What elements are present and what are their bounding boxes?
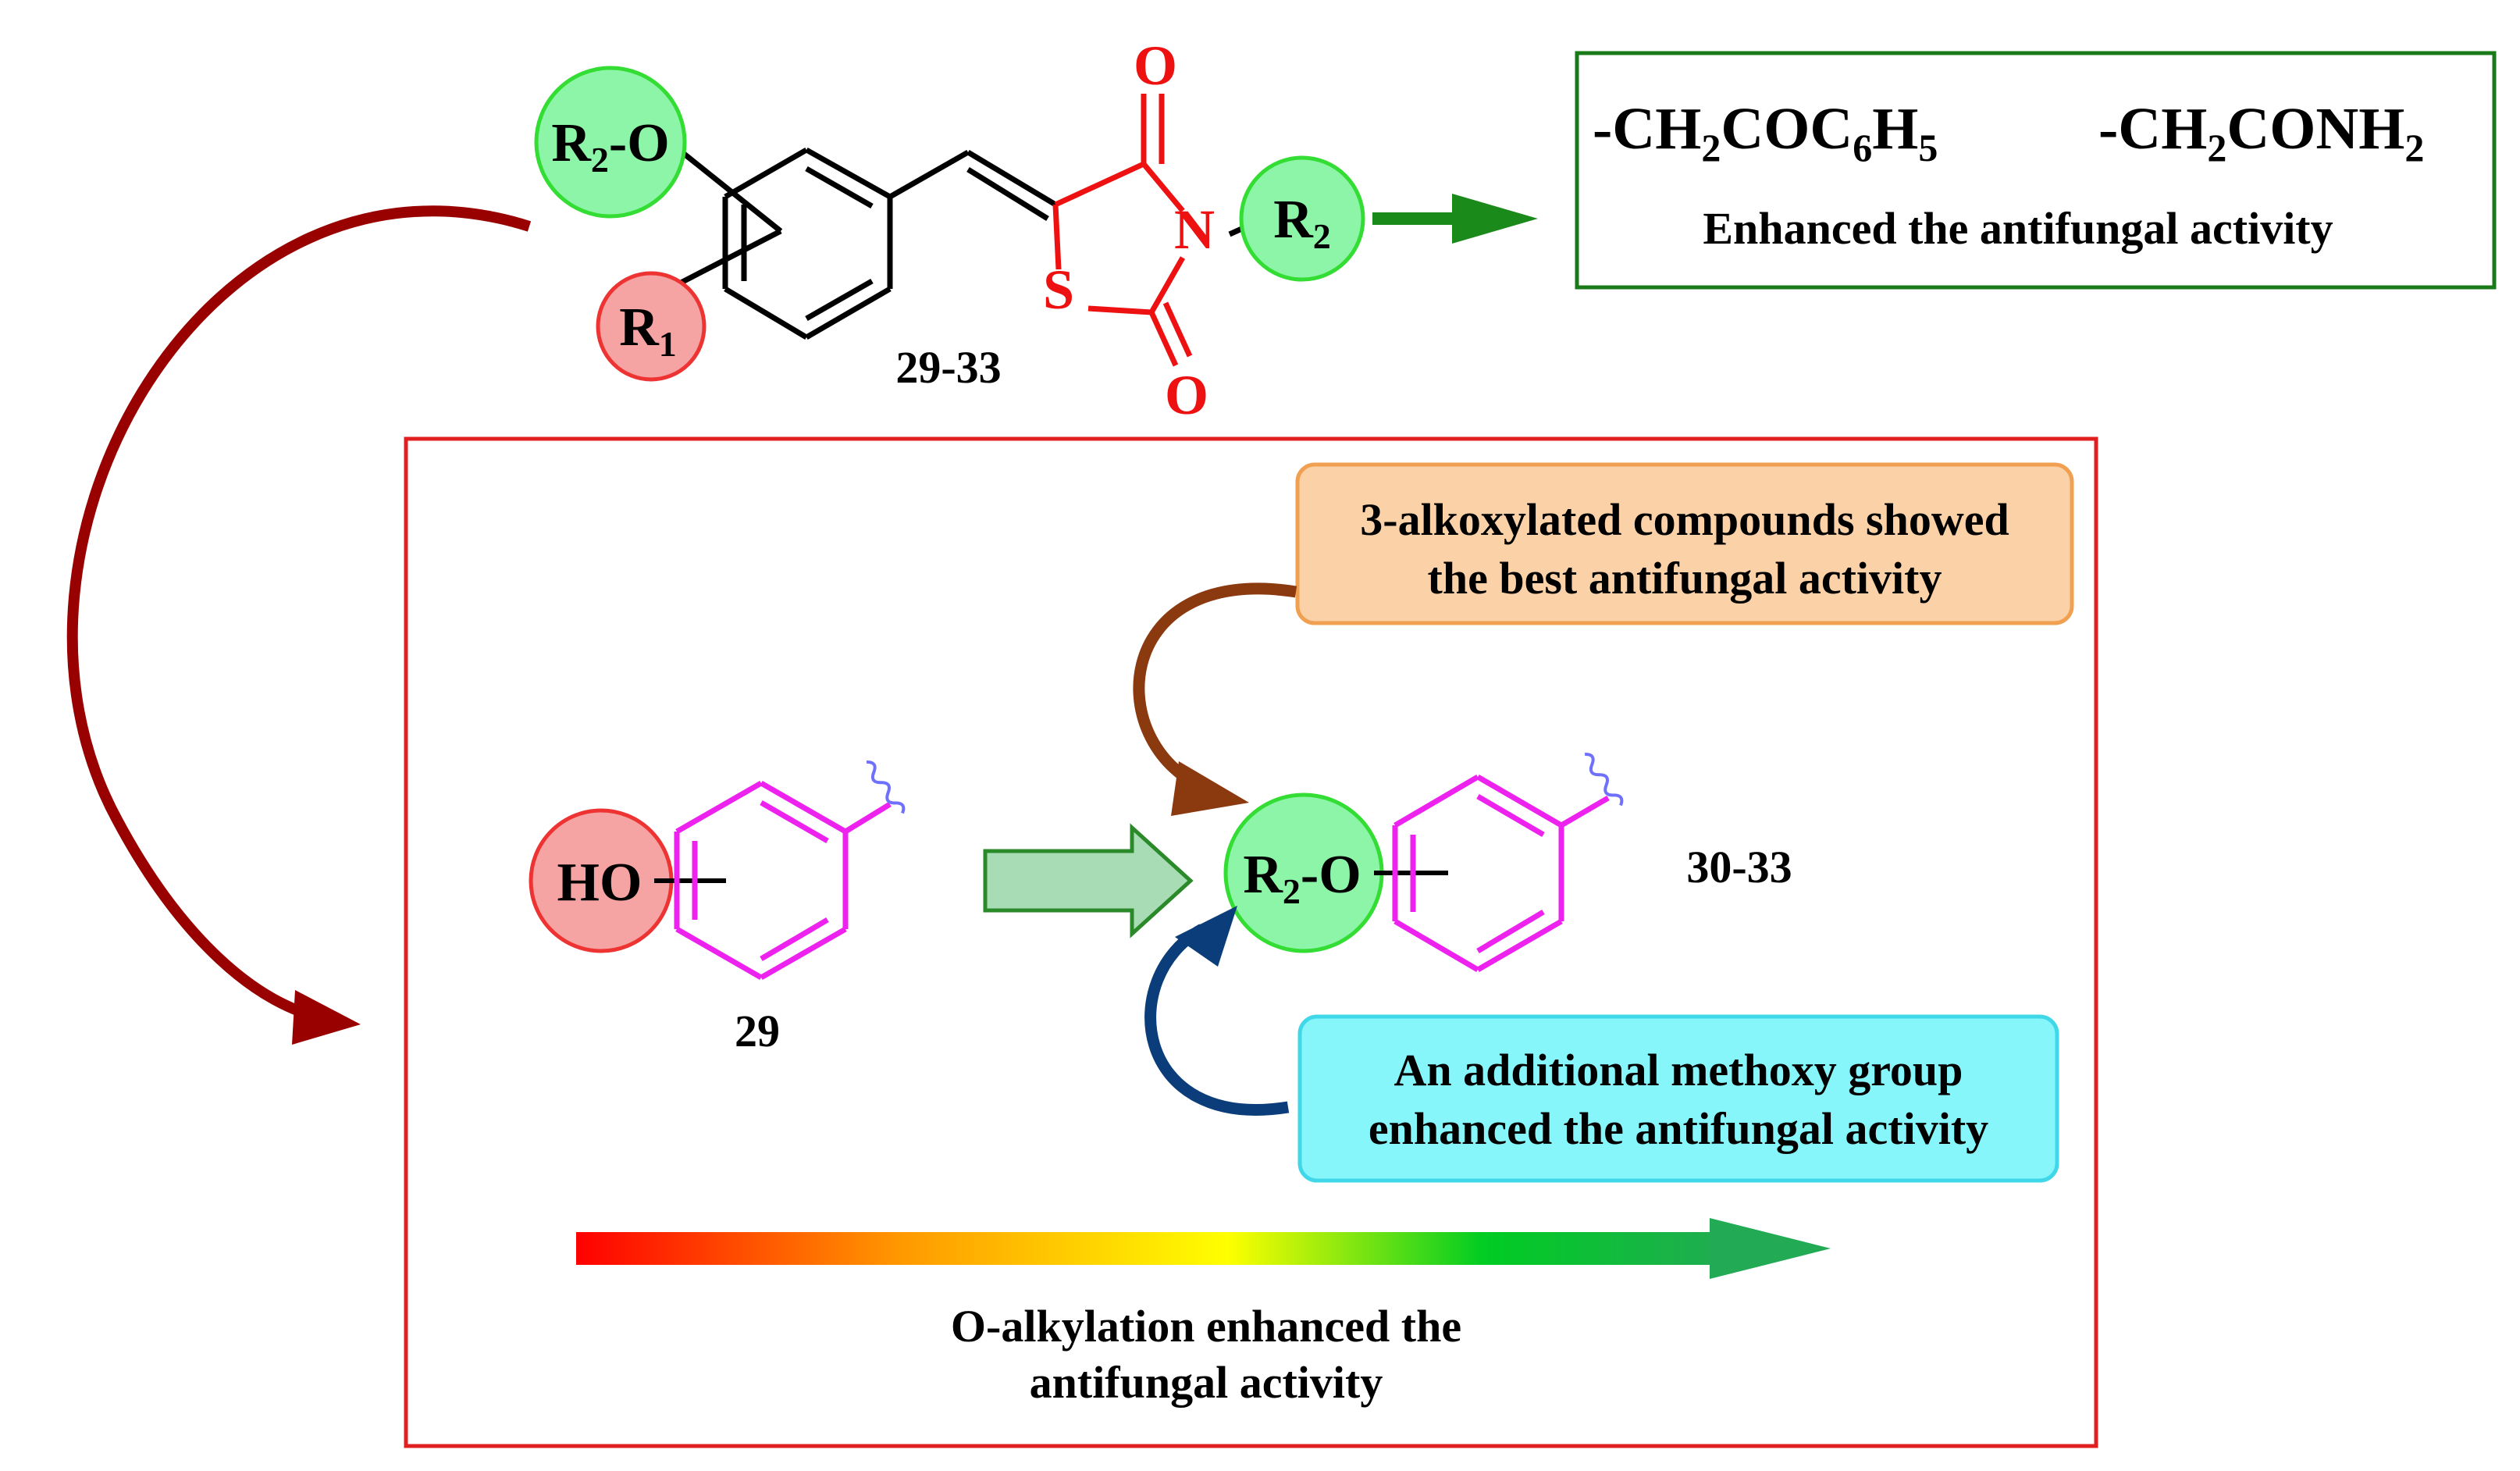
atom-o-bottom: O: [1165, 364, 1208, 426]
phenol-ring: [674, 780, 892, 981]
scaffold-structure: O N S O R2-O R1 R2 29-33: [534, 34, 1365, 426]
compound-label-30-33: 30-33: [1686, 842, 1792, 892]
gradient-caption-line1: O-alkylation enhanced the: [951, 1301, 1461, 1352]
block-arrow-icon: [983, 823, 1194, 939]
wavy-bond-icon: [867, 760, 906, 814]
n-r2-circle: [1239, 155, 1365, 282]
wavy-bond-icon-2: [1585, 753, 1624, 807]
n-r2-label: R2: [1273, 190, 1331, 256]
atom-s: S: [1043, 258, 1074, 321]
gradient-caption-line2: antifungal activity: [1030, 1357, 1383, 1408]
right-arrow-icon: [1372, 194, 1538, 244]
navy-arrow-icon: [1144, 906, 1290, 1116]
r2o-label-panel: R2-O: [1243, 845, 1361, 911]
cyan-note-line2: enhanced the antifungal activity: [1369, 1103, 1988, 1154]
substituent-phenacyl: -CH2COC6H5: [1593, 96, 1938, 169]
atom-o-top: O: [1134, 34, 1177, 97]
substituents-box: -CH2COC6H5 -CH2CONH2 Enhanced the antifu…: [1575, 51, 2497, 290]
substituents-caption: Enhanced the antifungal activity: [1703, 203, 2333, 254]
r2o-label: R2-O: [551, 113, 669, 180]
orange-note-line1: 3-alkoxylated compounds showed: [1360, 494, 2009, 545]
ho-label: HO: [557, 853, 642, 913]
substituent-carbamoylmethyl: -CH2CONH2: [2098, 96, 2424, 169]
compound-label-29-33: 29-33: [895, 342, 1001, 393]
orange-note-box: [1295, 462, 2074, 625]
cyan-note-box: [1297, 1014, 2059, 1183]
cyan-note-line1: An additional methoxy group: [1394, 1045, 1963, 1095]
gradient-arrow-icon: [576, 1218, 1831, 1279]
curved-arrow-icon: [66, 205, 532, 1045]
alkoxy-aryl-ring: [1392, 774, 1610, 973]
atom-n: N: [1174, 198, 1215, 261]
compound-label-29: 29: [735, 1006, 780, 1056]
brown-arrow-icon: [1133, 582, 1297, 816]
r1-circle: [596, 271, 707, 382]
thiazolidinedione-ring: [1052, 94, 1193, 367]
sar-panel: HO 29 R2-O: [404, 436, 2098, 1448]
r1-label: R1: [619, 297, 677, 364]
exocyclic-double-bond: [888, 149, 1057, 221]
orange-note-line2: the best antifungal activity: [1428, 553, 1942, 604]
r2o-circle: [534, 66, 687, 219]
